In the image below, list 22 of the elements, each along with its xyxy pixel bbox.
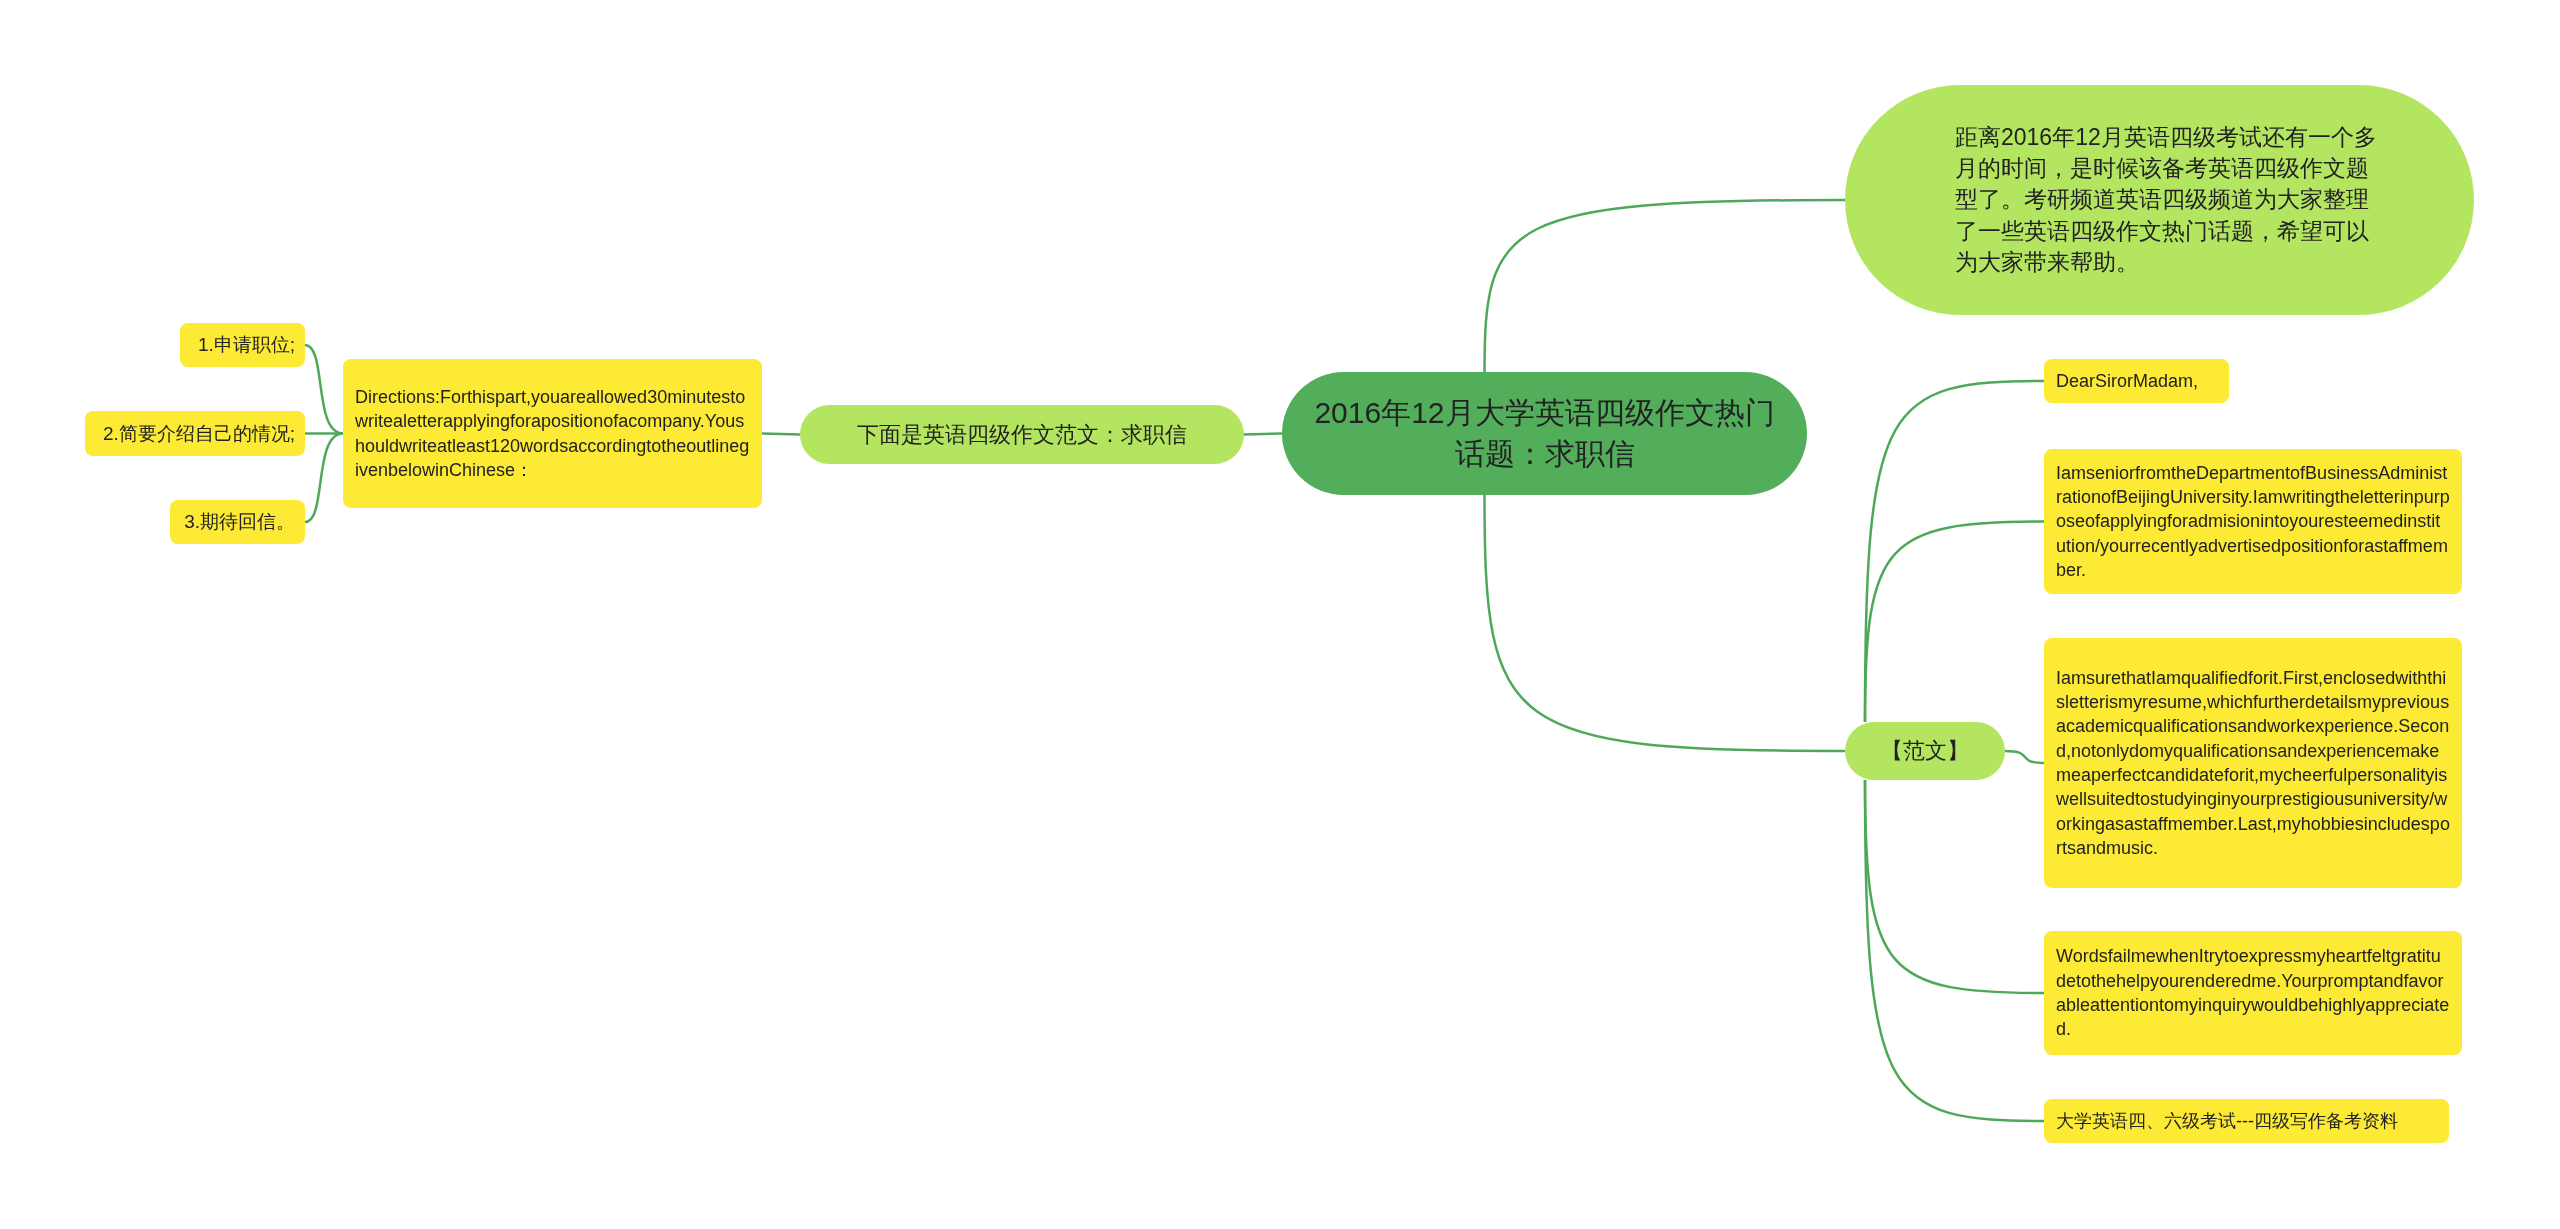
list-item-box: 3.期待回信。: [170, 500, 305, 544]
branch-topic: 下面是英语四级作文范文：求职信: [800, 405, 1244, 464]
connector-line: [1483, 198, 1845, 373]
note-box: 大学英语四、六级考试---四级写作备考资料: [2044, 1099, 2449, 1143]
connector-line: [1863, 780, 2045, 1123]
connector-line: [304, 432, 344, 524]
note-box: IamsurethatIamqualifiedforit.First,enclosedwiththisletterismyresume,whichfurtherdetailsmypreviousacademicqualificationsandworkexperience.Second,notonlydomyqualificationsandexperiencemakemeaperfectcandidateforit,mycheerfulpersonalityiswellsuitedtostudyinginyourprestigiousuniversity/workingasastaffmember.Last,myhobbiesincludesportsandmusic.: [2044, 638, 2462, 888]
connector-line: [1863, 520, 2044, 722]
note-box: Directions:Forthispart,youareallowed30minutestowritealetterapplyingforapositionofacompany.Youshouldwriteatleast120wordsaccordingtotheoutlinegivenbelowinChinese：: [343, 359, 762, 508]
branch-topic: 【范文】: [1845, 722, 2005, 780]
note-box: WordsfailmewhenItrytoexpressmyheartfeltgratitudetothehelpyourenderedme.Yourpromptandfavorableattentiontomyinquirywouldbehighlyappreciated.: [2044, 931, 2462, 1055]
connector-line: [761, 432, 801, 436]
connector-line: [305, 432, 343, 435]
list-item-box: 2.简要介绍自己的情况;: [85, 411, 305, 456]
central-topic: 2016年12月大学英语四级作文热门话题：求职信: [1282, 372, 1807, 495]
topic-bubble: 距离2016年12月英语四级考试还有一个多月的时间，是时候该备考英语四级作文题型了。考研频道英语四级频道为大家整理了一些英语四级作文热门话题，希望可以为大家带来帮助。: [1845, 85, 2474, 315]
note-box: IamseniorfromtheDepartmentofBusinessAdministrationofBeijingUniversity.Iamwritingtheletterinpurposeofapplyingforadmisionintoyouresteemedinstitution/yourrecentlyadvertisedpositionforastaffmember.: [2044, 449, 2462, 594]
list-item-box: 1.申请职位;: [180, 323, 305, 367]
connector-line: [2004, 749, 2045, 765]
note-box: DearSirorMadam,: [2044, 359, 2229, 403]
connector-line: [1483, 495, 1845, 753]
connector-line: [1243, 432, 1283, 436]
